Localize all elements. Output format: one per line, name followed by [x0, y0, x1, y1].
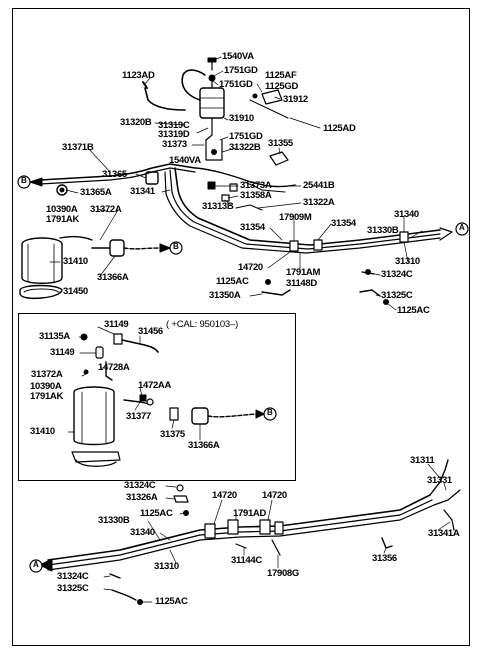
part-label: 31373A — [240, 180, 272, 191]
charcoal-canister-31410 — [21, 237, 63, 284]
part-label: 31326A — [126, 492, 158, 503]
part-label: 31340 — [130, 527, 155, 538]
part-label: 17909M — [279, 212, 312, 223]
part-label: 31319D — [158, 129, 190, 140]
hose-31372A — [59, 235, 93, 241]
part-label: 31356 — [372, 553, 397, 564]
fuel-line-bundle-upper — [164, 167, 453, 254]
part-label: 31135A — [39, 331, 70, 342]
marker-b-inset: B — [267, 408, 273, 417]
part-label: 1791AD — [233, 508, 267, 519]
marker-b-left: B — [21, 176, 27, 185]
part-label: 31350A — [209, 290, 241, 301]
part-label: 31375 — [160, 429, 185, 440]
part-label: 1472AA — [138, 380, 172, 391]
part-label: 31149 — [104, 319, 129, 330]
part-label: 31354 — [240, 222, 265, 233]
part-label: 31450 — [63, 286, 88, 297]
inset-parts — [71, 333, 277, 467]
part-label: 1791AK — [46, 214, 80, 225]
part-label: 1125AC — [140, 508, 173, 519]
hose-1123AD — [144, 87, 186, 111]
part-label: 31149 — [50, 347, 75, 358]
part-label: 14720 — [238, 262, 263, 273]
part-label: 31324C — [57, 571, 89, 582]
part-label: 10390A — [46, 204, 78, 215]
part-label: 31366A — [97, 272, 129, 283]
part-label: 31377 — [126, 411, 151, 422]
part-label: 10390A — [30, 381, 62, 392]
part-label: 1751GD — [224, 65, 258, 76]
bracket-31912 — [249, 89, 321, 129]
part-label: 31320B — [120, 117, 152, 128]
bracket-31450 — [19, 284, 63, 300]
part-label: 25441B — [303, 180, 335, 191]
part-label: 31373 — [162, 139, 187, 150]
part-label: 31325C — [381, 290, 413, 301]
part-label: 31354 — [331, 218, 356, 229]
part-label: 1751GD — [229, 131, 263, 142]
part-label: 31371B — [62, 142, 94, 153]
part-label: 31319C — [158, 120, 190, 131]
cal-inset-box — [18, 313, 296, 481]
vapor-line-31371B — [39, 163, 196, 181]
part-label: 31456 — [138, 326, 163, 337]
part-label: 1125AC — [216, 276, 249, 287]
part-label: 1540VA — [222, 51, 254, 62]
part-label: 31410 — [63, 256, 88, 267]
part-label: 31310 — [395, 256, 420, 267]
part-label: 1125AC — [397, 305, 430, 316]
part-label: 1791AM — [286, 267, 321, 278]
part-label: 1125AC — [155, 596, 188, 607]
leader-lines — [49, 56, 451, 603]
part-label: 31310 — [154, 561, 179, 572]
clip-31355 — [269, 151, 289, 166]
marker-a-right: A — [459, 223, 465, 232]
part-label: 31330B — [367, 225, 399, 236]
part-label: 31330B — [98, 515, 130, 526]
part-label: 31340 — [394, 209, 419, 220]
part-label: 1125AF — [265, 70, 297, 81]
part-label: 1125GD — [265, 81, 299, 92]
connector-31366A — [109, 239, 125, 257]
part-label: 17908G — [267, 568, 300, 579]
part-label: 31322B — [229, 142, 261, 153]
part-label: 31331 — [427, 475, 452, 486]
part-label: 31355 — [268, 138, 293, 149]
part-label: 31410 — [30, 426, 55, 437]
part-label: 31313B — [202, 201, 234, 212]
part-label: 31341 — [130, 186, 155, 197]
part-label: 31366A — [188, 440, 220, 451]
part-label: 1751GD — [219, 79, 253, 90]
part-label: 31910 — [229, 113, 254, 124]
part-label: 31144C — [231, 555, 262, 566]
part-label: 31912 — [283, 94, 308, 105]
part-label: 14720 — [262, 490, 287, 501]
clamp-31365A — [56, 184, 68, 196]
part-label: 31324C — [381, 269, 413, 280]
diagram-frame — [12, 8, 470, 646]
part-label: 1125AD — [323, 123, 356, 134]
part-label: 1123AD — [122, 70, 155, 81]
part-label: 14728A — [98, 362, 130, 373]
canister-31910 — [181, 57, 225, 141]
part-label: 31372A — [90, 204, 122, 215]
part-label: 31365 — [102, 169, 127, 180]
part-label: 31365A — [80, 187, 112, 198]
part-label: 1540VA — [169, 155, 201, 166]
part-label: 31372A — [31, 369, 63, 380]
part-label: 31325C — [57, 583, 89, 594]
part-label: 14720 — [212, 490, 237, 501]
part-label: 31148D — [286, 278, 317, 289]
part-label: 31324C — [124, 480, 156, 491]
part-label: 31358A — [240, 190, 272, 201]
inset-note: ( +CAL: 950103–) — [166, 319, 239, 330]
part-label: 1791AK — [30, 391, 64, 402]
part-label: 31341A — [428, 528, 460, 539]
part-label: 31311 — [410, 455, 435, 466]
marker-b-canister: B — [173, 242, 179, 251]
part-label: 31322A — [303, 197, 335, 208]
marker-a-bottom: A — [33, 560, 39, 569]
